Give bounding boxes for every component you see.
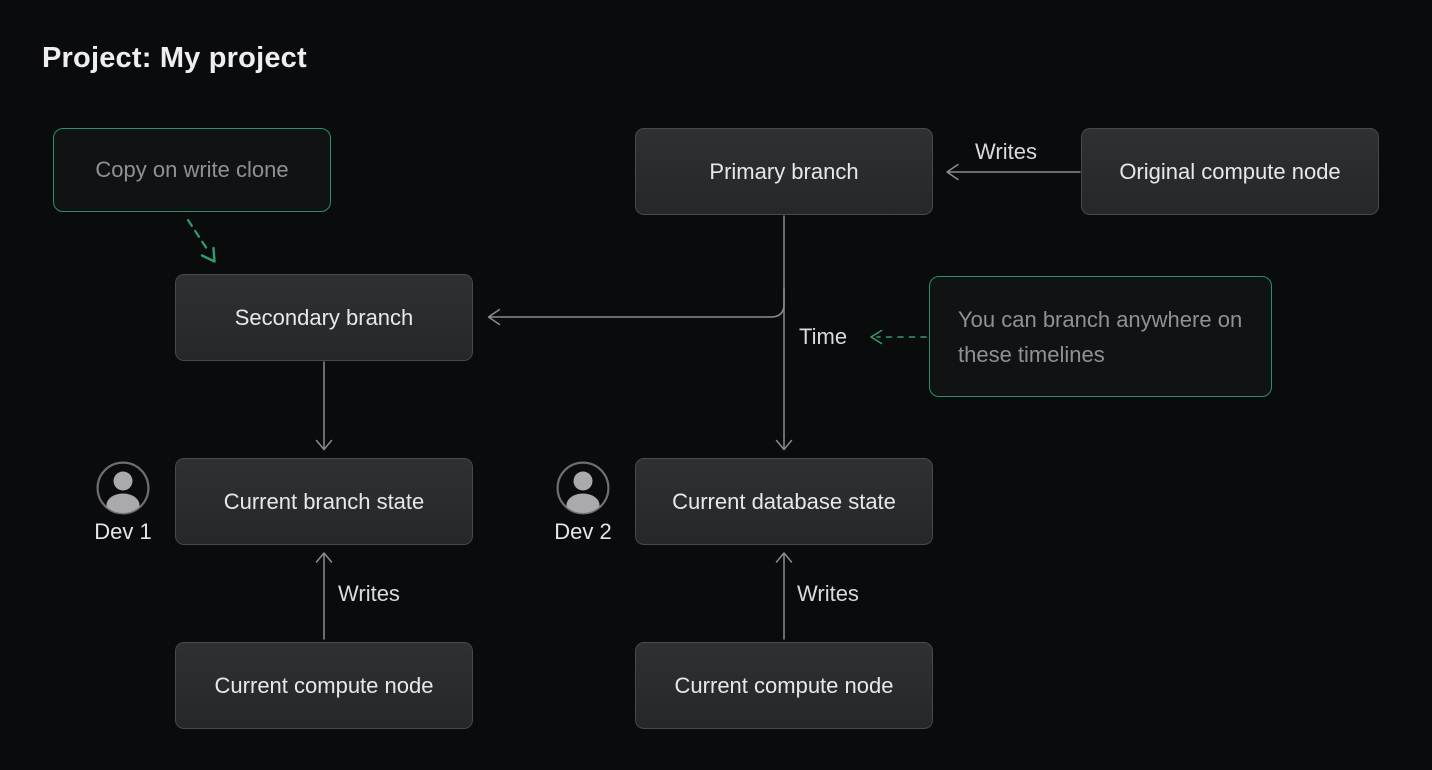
node-label: Current database state (672, 488, 896, 514)
node-label: Current compute node (674, 672, 894, 698)
clone-dashed-arrow (186, 218, 216, 263)
person-icon (556, 461, 610, 515)
node-original-compute-node: Original compute node (1081, 128, 1379, 215)
branch-to-secondary-arrow (487, 287, 785, 326)
node-label: Secondary branch (234, 304, 414, 330)
node-label: Current branch state (223, 488, 425, 514)
primary-timeline-arrow (775, 215, 793, 451)
writes-label-top: Writes (975, 139, 1037, 164)
time-label: Time (799, 324, 848, 349)
dev-label: Dev 2 (554, 519, 612, 544)
secondary-down-arrow (315, 361, 333, 451)
page-title: Project: My project (42, 42, 307, 74)
node-current-branch-state: Current branch state (175, 458, 473, 545)
writes-arrow-left (315, 552, 333, 640)
annotation-copy-on-write-clone: Copy on write clone (53, 128, 331, 212)
dev-1: Dev 1 (85, 460, 161, 545)
person-icon (96, 461, 150, 515)
node-label: Primary branch (709, 158, 859, 184)
dev-label: Dev 1 (94, 519, 152, 544)
writes-label-right: Writes (797, 581, 859, 606)
annotation-label: You can branch anywhere on these timelin… (958, 306, 1243, 367)
writes-label-left: Writes (338, 581, 400, 606)
dev-2: Dev 2 (545, 460, 621, 545)
node-current-database-state: Current database state (635, 458, 933, 545)
node-current-compute-node-right: Current compute node (635, 642, 933, 729)
time-dashed-arrow (870, 329, 927, 345)
node-current-compute-node-left: Current compute node (175, 642, 473, 729)
annotation-branch-anywhere: You can branch anywhere on these timelin… (929, 276, 1272, 397)
annotation-label: Copy on write clone (95, 157, 289, 182)
node-label: Current compute node (214, 672, 434, 698)
writes-arrow-right (775, 552, 793, 640)
node-secondary-branch: Secondary branch (175, 274, 473, 361)
writes-arrow-top (946, 163, 1081, 181)
node-label: Original compute node (1119, 158, 1341, 184)
node-primary-branch: Primary branch (635, 128, 933, 215)
